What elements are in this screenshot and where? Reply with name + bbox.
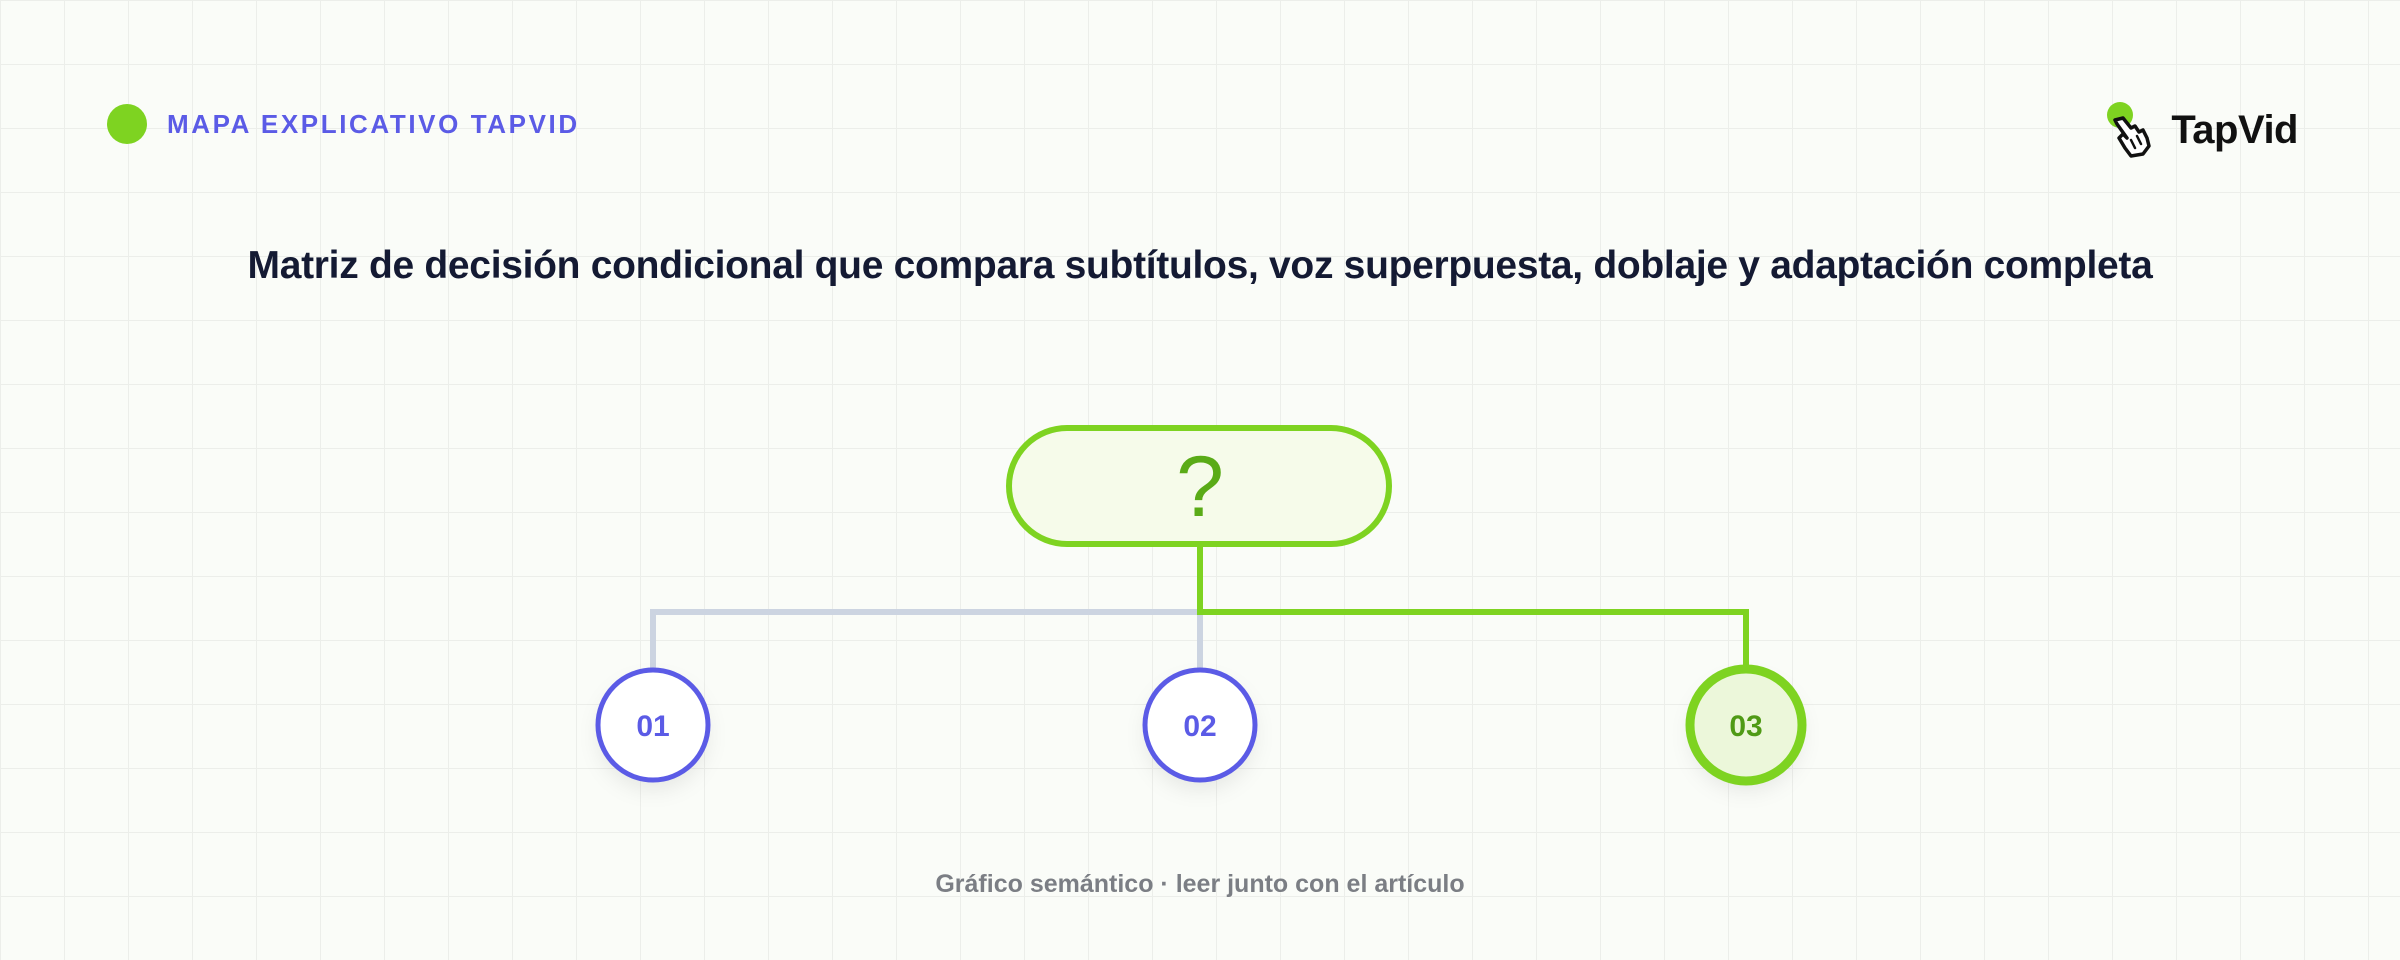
option-node-01-label: 01 — [636, 710, 669, 743]
connector-node-03 — [1197, 544, 1749, 669]
brand-tag: MAPA EXPLICATIVO TAPVID — [107, 104, 580, 144]
logo-text: TapVid — [2171, 107, 2298, 152]
pointing-hand-icon — [2107, 102, 2152, 158]
brand-dot-icon — [107, 104, 147, 144]
option-node-03-label: 03 — [1729, 710, 1762, 743]
option-node-01: 01 — [595, 667, 711, 783]
option-node-02: 02 — [1142, 667, 1258, 783]
option-node-03: 03 — [1685, 664, 1807, 786]
footer-caption: Gráfico semántico · leer junto con el ar… — [935, 870, 1465, 898]
option-node-02-label: 02 — [1183, 710, 1216, 743]
root-decision-node: ? — [1006, 425, 1392, 547]
diagram-title: Matriz de decisión condicional que compa… — [247, 244, 2153, 287]
root-decision-label: ? — [1176, 439, 1224, 535]
brand-tag-label: MAPA EXPLICATIVO TAPVID — [167, 108, 580, 139]
connector-node-01 — [650, 609, 1200, 669]
tapvid-logo: TapVid — [2105, 100, 2298, 160]
